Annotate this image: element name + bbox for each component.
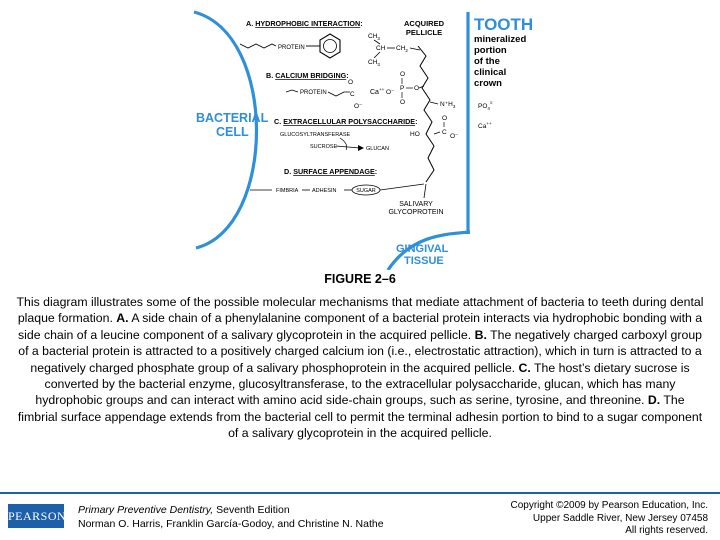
- caption-d-text: The fimbrial surface appendage extends f…: [17, 393, 703, 441]
- gingival-tissue-curve: [386, 230, 471, 270]
- phosphate-o-top: O: [400, 71, 405, 78]
- copyright-line-1: Copyright ©2009 by Pearson Education, In…: [510, 500, 709, 511]
- carboxyl2-o-minus: O⁻: [450, 133, 459, 140]
- sugar-label: SUGAR: [356, 188, 376, 194]
- glycoprotein-pointer: [423, 183, 427, 199]
- label-d: D. SURFACE APPENDAGE:: [284, 167, 377, 176]
- book-edition: Seventh Edition: [213, 504, 290, 516]
- pearson-logo: PEARSON: [8, 504, 66, 528]
- phosphate-o-bottom: O: [400, 99, 405, 106]
- tooth-sub-2: portion: [474, 45, 507, 56]
- caption-c-label: C.: [518, 360, 531, 375]
- tooth-calcium-ion: Ca++: [478, 121, 492, 130]
- book-citation: Primary Preventive Dentistry, Seventh Ed…: [78, 504, 384, 531]
- protein-b-label: PROTEIN: [300, 90, 327, 96]
- glucosyltransferase-label: GLUCOSYLTRANSFERASE: [280, 132, 351, 138]
- figure-title: FIGURE 2–6: [324, 272, 396, 286]
- phenyl-ring-inner: [323, 39, 337, 53]
- phosphate-o-minus: O⁻: [386, 89, 395, 96]
- calcium-ion: Ca++: [370, 87, 385, 96]
- label-c: C. EXTRACELLULAR POLYSACCHARIDE:: [274, 117, 418, 126]
- carboxyl-o-top: O: [348, 79, 353, 86]
- tooth-sub-1: mineralized: [474, 34, 526, 45]
- gingival-label-2: TISSUE: [404, 255, 444, 267]
- caption-b-text: The negatively charged carboxyl group of…: [18, 327, 703, 375]
- protein-a-chain: [239, 43, 277, 49]
- acquired-pellicle-label-2: PELLICLE: [406, 28, 442, 37]
- tooth-sub-4: clinical: [474, 67, 506, 78]
- carboxyl-o-minus: O⁻: [354, 103, 363, 110]
- phosphate-o-link: O: [414, 85, 419, 92]
- adhesin-label: ADHESIN: [312, 188, 336, 194]
- tooth-sub-5: crown: [474, 78, 502, 89]
- carboxyl-c: C: [350, 91, 355, 98]
- label-a-text: HYDROPHOBIC INTERACTION: [255, 19, 360, 28]
- caption-b-label: B.: [474, 327, 487, 342]
- gingival-label-1: GINGIVAL: [396, 243, 449, 255]
- ch3-bottom: CH3: [368, 59, 380, 67]
- tooth-title: TOOTH: [474, 15, 533, 34]
- hydroxyl-ho: HO: [410, 131, 420, 138]
- salivary-glycoprotein-label-2: GLYCOPROTEIN: [388, 209, 443, 216]
- label-b: B. CALCIUM BRIDGING:: [266, 71, 349, 80]
- ch2-mid: CH2: [396, 45, 408, 53]
- label-c-text: EXTRACELLULAR POLYSACCHARIDE: [283, 117, 415, 126]
- footer-divider: [0, 492, 720, 494]
- caption-a-label: A.: [116, 311, 129, 326]
- glycoprotein-backbone: [417, 45, 435, 183]
- bacterial-cell-membrane: [193, 10, 259, 250]
- label-b-text: CALCIUM BRIDGING: [275, 71, 346, 80]
- ch3-top: CH3: [368, 33, 380, 41]
- glucan-label: GLUCAN: [366, 146, 389, 152]
- acquired-pellicle-label-1: ACQUIRED: [404, 19, 445, 28]
- book-authors: Norman O. Harris, Franklin García-Godoy,…: [78, 517, 384, 530]
- caption-intro: This diagram illustrates some of the pos…: [16, 295, 704, 326]
- tooth-sub-3: of the: [474, 56, 500, 67]
- salivary-glycoprotein-label-1: SALIVARY: [399, 201, 433, 208]
- phenyl-ring: [319, 33, 341, 59]
- label-d-text: SURFACE APPENDAGE: [293, 167, 375, 176]
- ch-mid: CH: [376, 45, 386, 52]
- book-title: Primary Preventive Dentistry,: [78, 504, 214, 516]
- molecular-attachment-diagram: TOOTH mineralized portion of the clinica…: [193, 10, 533, 270]
- amino-nh3: N⁺H3: [440, 101, 456, 109]
- copyright-line-3: All rights reserved.: [625, 525, 708, 536]
- caption-c-text: The host’s dietary sucrose is converted …: [35, 360, 690, 408]
- bacterial-cell-label-2: CELL: [216, 125, 249, 139]
- figure-caption: This diagram illustrates some of the pos…: [14, 294, 706, 442]
- copyright-line-2: Upper Saddle River, New Jersey 07458: [532, 512, 708, 524]
- label-a: A. HYDROPHOBIC INTERACTION:: [246, 19, 363, 28]
- phosphate-p: P: [400, 85, 404, 92]
- caption-a-text: A side chain of a phenylalanine componen…: [17, 311, 703, 342]
- carboxyl2-c: C: [442, 129, 447, 136]
- copyright-notice: Copyright ©2009 by Pearson Education, In…: [511, 500, 709, 538]
- phosphate-ion: PO4≡: [478, 100, 493, 111]
- carboxyl2-o-top: O: [442, 115, 447, 122]
- caption-d-label: D.: [647, 393, 661, 408]
- fimbria-label: FIMBRIA: [276, 188, 299, 194]
- bacterial-cell-label-1: BACTERIAL: [196, 111, 269, 125]
- sucrose-label: SUCROSE: [310, 144, 338, 150]
- protein-a-label: PROTEIN: [278, 45, 305, 51]
